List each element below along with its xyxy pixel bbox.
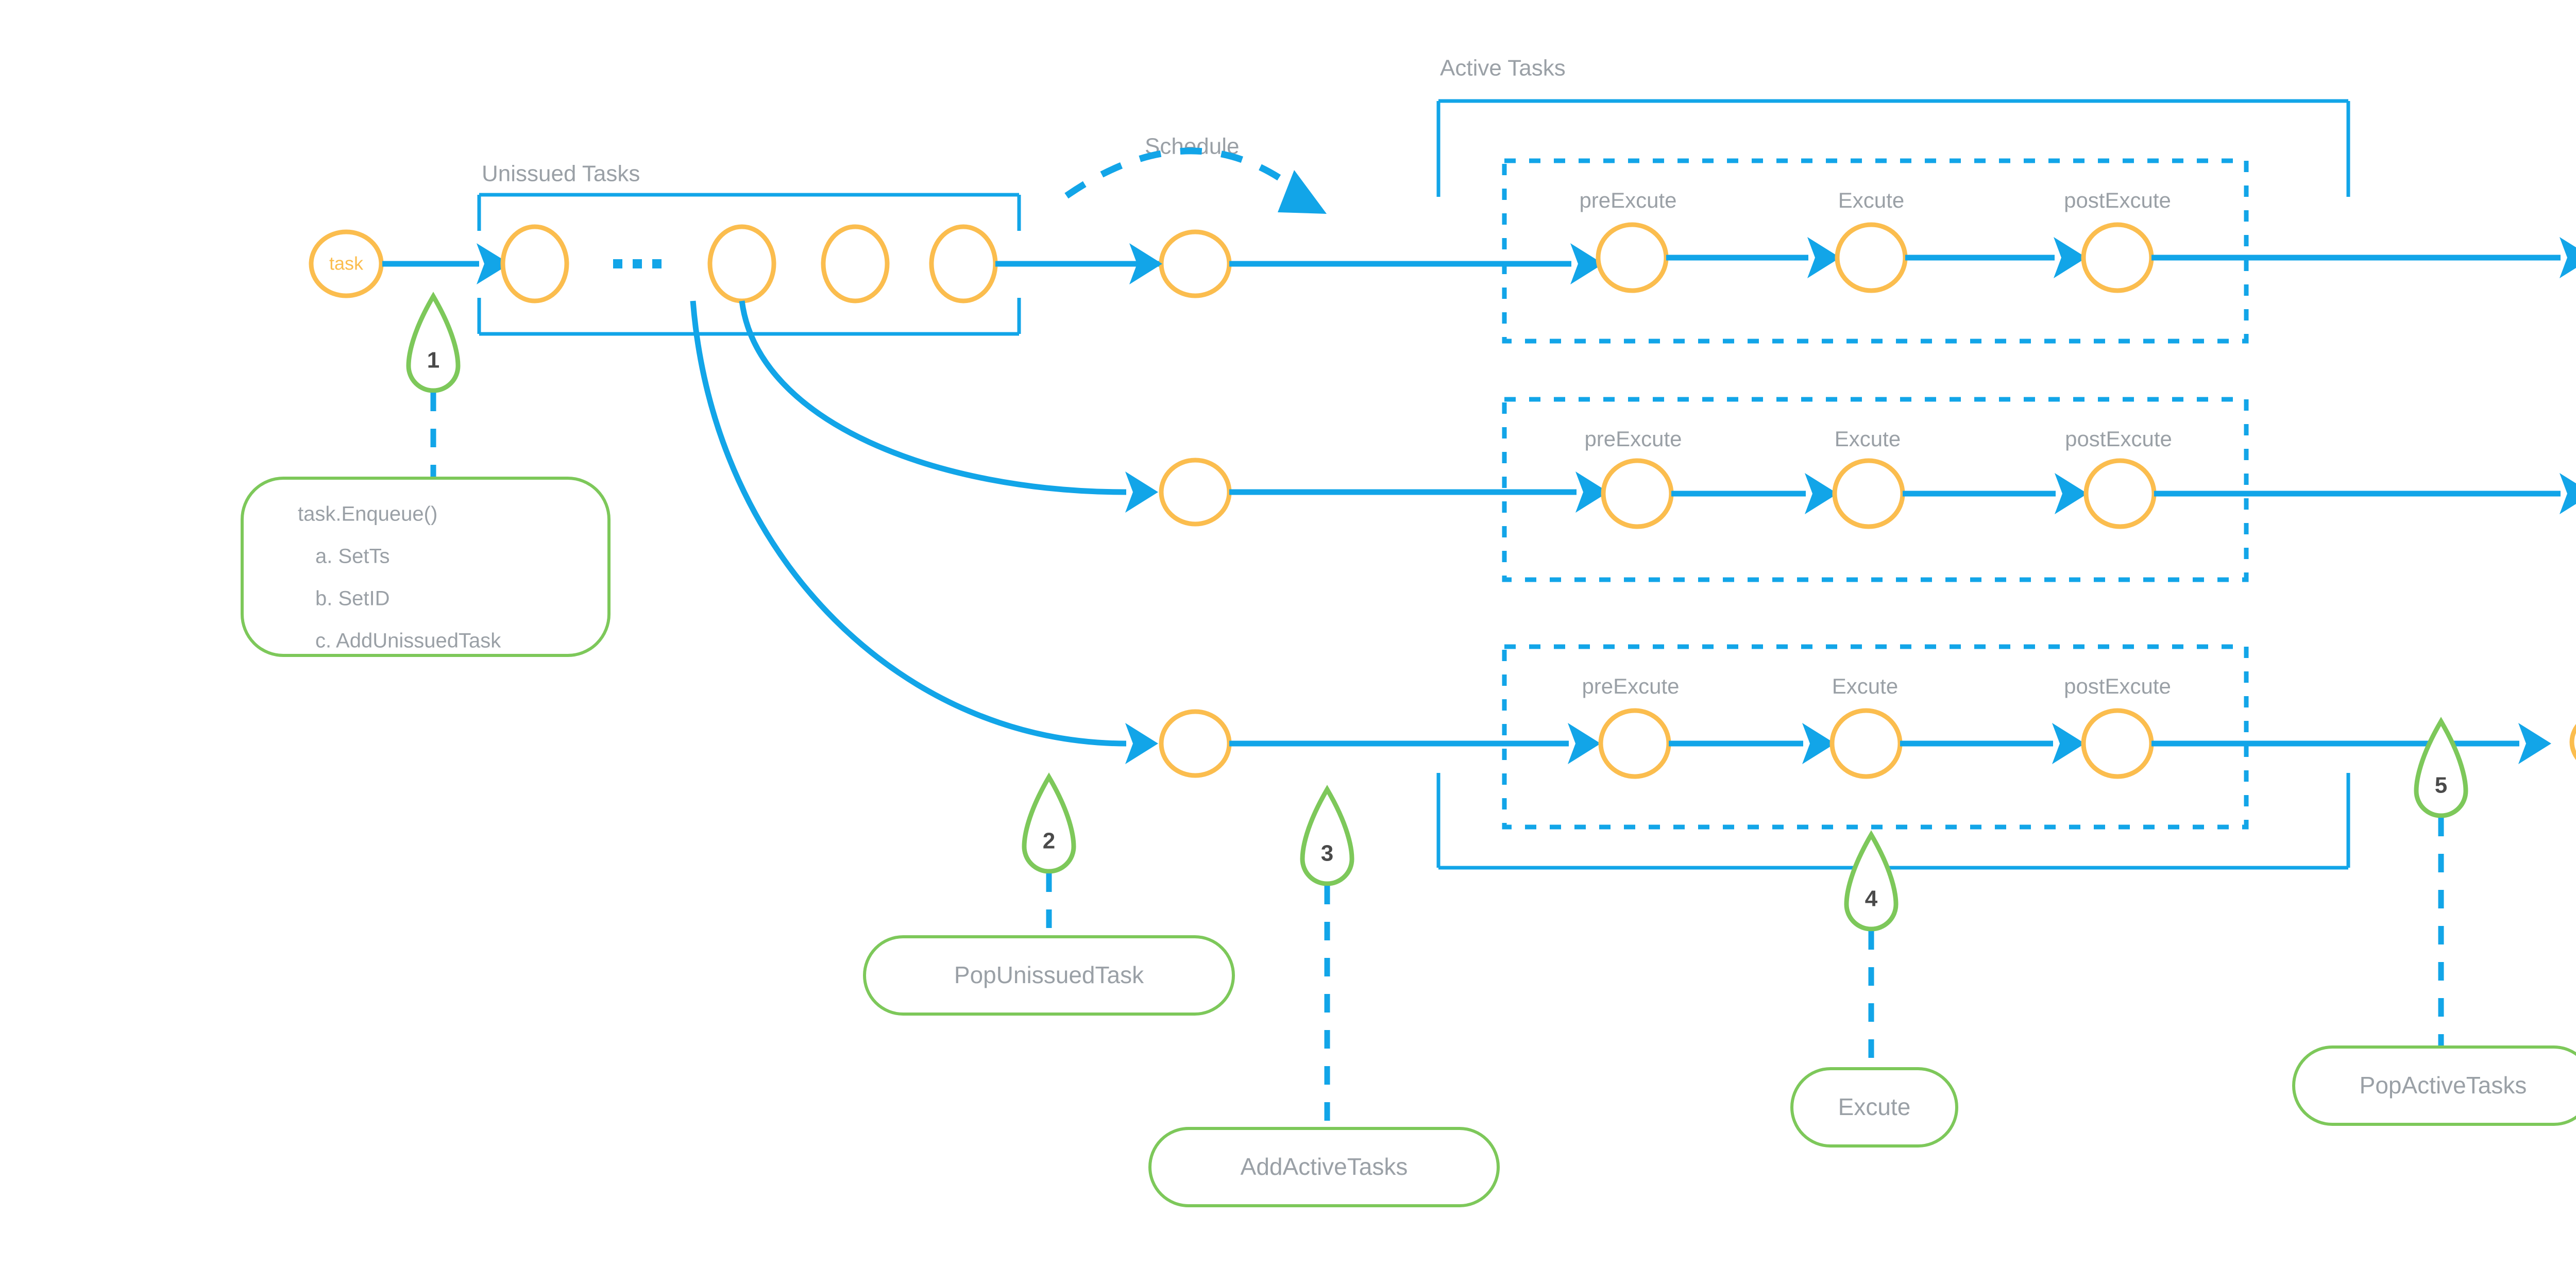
row-3-arrowhead-exit <box>2518 723 2551 764</box>
schedule-dashed-arc <box>1064 147 1327 214</box>
source-task-node[interactable]: task <box>309 229 384 298</box>
marker-pin-3[interactable]: 3 <box>1300 785 1354 886</box>
enqueue-note-step-c: c. AddUnissuedTask <box>315 630 501 652</box>
row-3-arrowhead-pre <box>1568 723 1601 764</box>
row-2-node-exec[interactable] <box>1832 458 1905 529</box>
enqueue-note-step-a: a. SetTs <box>315 545 390 568</box>
row-3-label-post: postExcute <box>2064 674 2171 698</box>
unissued-ellipsis <box>613 259 662 268</box>
group-label-unissued-tasks: Unissued Tasks <box>482 161 640 187</box>
arrow-task-to-queue <box>382 243 510 284</box>
row-2-label-exec: Excute <box>1835 427 1901 451</box>
row-1-arrowhead-pre <box>1570 243 1603 284</box>
marker-pin-1[interactable]: 1 <box>406 292 461 393</box>
marker-pin-2[interactable]: 2 <box>1022 772 1076 874</box>
row-1-stage-box <box>1502 158 2249 344</box>
row-1-arrowhead-exit <box>2560 237 2576 278</box>
callout-excute[interactable]: Excute <box>1790 1067 1958 1148</box>
row-3-label-exec: Excute <box>1832 674 1898 698</box>
callout-label-pop-active-tasks: PopActiveTasks <box>2360 1072 2527 1099</box>
row-1-entry-node[interactable] <box>1159 229 1232 298</box>
row-1-node-exec[interactable] <box>1835 222 1908 293</box>
row-2-stage-box <box>1502 397 2249 582</box>
marker-number-4: 4 <box>1865 886 1878 912</box>
active-tasks-bracket <box>1436 99 2350 870</box>
callout-label-pop-unissued-task: PopUnissuedTask <box>954 962 1144 988</box>
row-1-label-pre: preExcute <box>1579 188 1676 212</box>
enqueue-note-title: task.Enqueue() <box>298 503 437 526</box>
unissued-task-node-3[interactable] <box>821 224 890 303</box>
row-2-node-post[interactable] <box>2083 458 2157 529</box>
row-2-entry-arrowhead <box>1125 471 1158 513</box>
unissued-task-node-4[interactable] <box>929 224 998 303</box>
unissued-task-node-1[interactable] <box>500 224 569 303</box>
source-task-label: task <box>329 253 364 274</box>
curve-queue-to-row-3 <box>690 300 1127 747</box>
callout-pop-unissued-task[interactable]: PopUnissuedTask <box>863 935 1235 1016</box>
callout-pop-active-tasks[interactable]: PopActiveTasks <box>2292 1045 2576 1126</box>
marker-pin-5[interactable]: 5 <box>2414 717 2468 818</box>
row-1-label-exec: Excute <box>1838 188 1904 212</box>
row-2-arrowhead-pre <box>1575 471 1608 513</box>
row-3-arrowhead-exec <box>1802 723 1835 764</box>
marker-number-3: 3 <box>1321 841 1333 866</box>
row-2-node-pre[interactable] <box>1601 458 1674 529</box>
row-3-exit-node[interactable] <box>2569 712 2576 772</box>
marker-number-2: 2 <box>1043 829 1055 854</box>
row-1-node-post[interactable] <box>2081 222 2154 293</box>
marker-pin-4[interactable]: 4 <box>1844 830 1899 932</box>
row-2-label-post: postExcute <box>2065 427 2172 451</box>
enqueue-note-step-b: b. SetID <box>315 587 390 610</box>
row-2-arrowhead-exec <box>1805 473 1838 514</box>
row-3-entry-node[interactable] <box>1159 709 1232 778</box>
row-3-node-exec[interactable] <box>1829 708 1903 779</box>
row-2-label-pre: preExcute <box>1584 427 1682 451</box>
callout-label-excute: Excute <box>1838 1093 1911 1120</box>
row-3-entry-arrowhead <box>1125 723 1158 764</box>
row-2-arrowhead-post <box>2055 473 2088 514</box>
callout-add-active-tasks[interactable]: AddActiveTasks <box>1148 1127 1500 1207</box>
row-1-entry-arrowhead <box>1129 243 1162 284</box>
group-label-active-tasks: Active Tasks <box>1440 56 1566 81</box>
row-3-node-pre[interactable] <box>1598 708 1671 779</box>
row-1-label-post: postExcute <box>2064 188 2171 212</box>
row-2-entry-node[interactable] <box>1159 458 1232 527</box>
row-3-label-pre: preExcute <box>1582 674 1679 698</box>
curve-queue-to-row-2 <box>739 300 1127 495</box>
row-1-arrowhead-exec <box>1807 237 1840 278</box>
row-2-arrowhead-exit <box>2560 473 2576 514</box>
callout-label-add-active-tasks: AddActiveTasks <box>1241 1153 1408 1180</box>
unissued-task-node-2[interactable] <box>707 224 776 303</box>
marker-number-5: 5 <box>2435 773 2447 798</box>
row-3-stage-box <box>1502 644 2249 830</box>
callout-enqueue-note[interactable]: task.Enqueue() a. SetTs b. SetID c. AddU… <box>241 477 611 657</box>
row-1-node-pre[interactable] <box>1596 222 1669 293</box>
marker-number-1: 1 <box>427 348 439 373</box>
row-3-arrowhead-post <box>2052 723 2085 764</box>
row-3-node-post[interactable] <box>2081 708 2154 779</box>
row-1-arrowhead-post <box>2054 237 2087 278</box>
